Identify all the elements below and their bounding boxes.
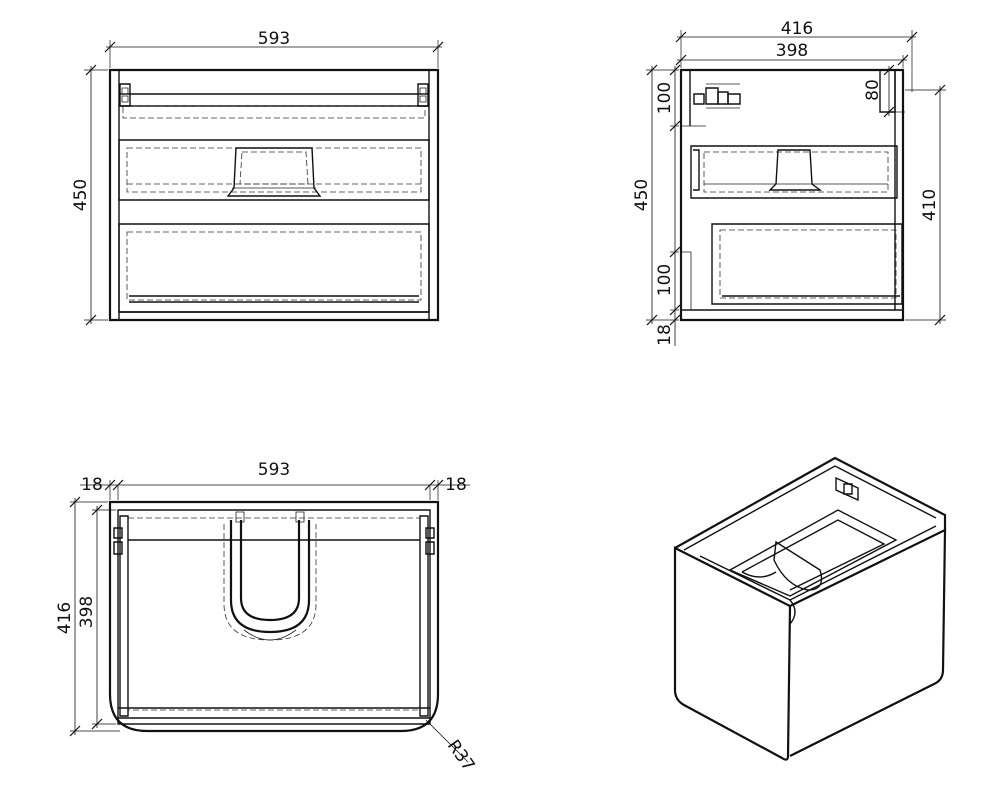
side-upper-drawer: [691, 146, 897, 198]
front-height-label: 450: [71, 179, 91, 211]
side-inner-depth-label: 398: [776, 41, 808, 61]
side-view: 416 398 100 100 18 450 80: [632, 19, 946, 346]
u-siphon-cutout: [224, 512, 316, 640]
iso-bracket: [836, 478, 858, 500]
front-view: 593 450: [71, 29, 443, 325]
top-outer-depth-label: 416: [55, 602, 75, 634]
iso-front-face: [675, 548, 790, 760]
side-height-label: 450: [632, 179, 652, 211]
isometric-view: [675, 458, 945, 760]
iso-siphon-cutout: [774, 542, 822, 590]
lower-drawer-front: [119, 224, 429, 312]
side-cabinet-outline: [681, 70, 903, 320]
side-lower-drawer: [712, 224, 902, 304]
top-width-label: 593: [258, 460, 290, 480]
bracket-left: [120, 84, 130, 106]
side-right-height-label: 410: [920, 189, 940, 221]
top-left-panel-label: 18: [81, 475, 103, 495]
side-top-rail-label: 100: [655, 82, 675, 114]
top-cabinet-outline: [110, 502, 438, 731]
side-base-label: 18: [655, 324, 675, 346]
top-inner-depth-label: 398: [77, 596, 97, 628]
top-right-panel-label: 18: [445, 475, 467, 495]
bracket-right: [418, 84, 428, 106]
side-depth-label: 416: [781, 19, 813, 39]
side-bottom-rail-label: 100: [655, 264, 675, 296]
side-bracket: [694, 84, 740, 108]
front-width-label: 593: [258, 29, 290, 49]
side-top-right-label: 80: [863, 79, 883, 101]
upper-drawer-front: [119, 140, 429, 200]
iso-right-face: [790, 530, 945, 756]
front-cabinet-outline: [110, 70, 438, 320]
top-view: 593 18 18 416 398 R37: [55, 460, 478, 775]
